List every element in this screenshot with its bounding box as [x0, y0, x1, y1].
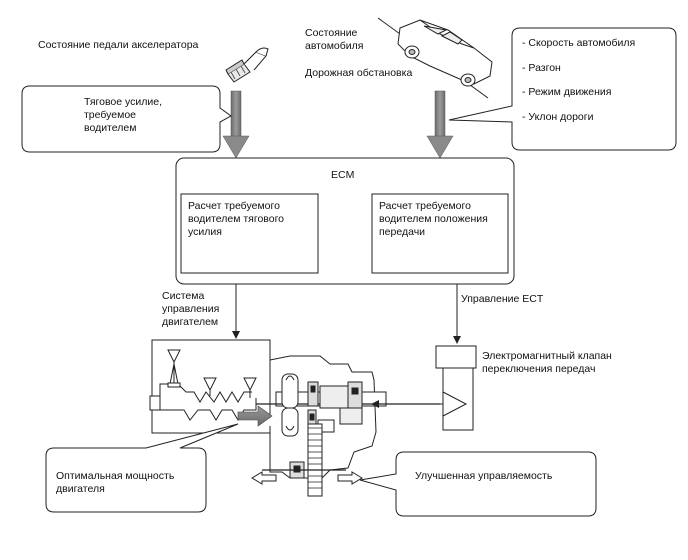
- right-output-arrow: [337, 471, 363, 485]
- acceleration-label: - Разгон: [522, 62, 561, 74]
- vehicle-to-ecm-arrow: [426, 90, 454, 159]
- driving-mode-label: - Режим движения: [522, 86, 612, 98]
- ect-control-label: Управление ECT: [461, 293, 544, 305]
- car-on-slope-icon: [377, 17, 493, 99]
- road-conditions-label: Дорожная обстановка: [305, 67, 413, 79]
- vehicle-params-callout: [448, 27, 677, 151]
- gear-calc-label: Расчет требуемого водителем положения пе…: [379, 200, 488, 238]
- left-output-arrow: [251, 471, 277, 485]
- ecm-title: ECM: [331, 169, 355, 181]
- accel-pedal-state-label: Состояние педали акселератора: [38, 39, 199, 51]
- improved-handling-label: Улучшенная управляемость: [415, 470, 553, 482]
- optimal-power-callout: [45, 423, 239, 513]
- shift-solenoid-icon: [435, 345, 477, 431]
- traction-calc-label: Расчет требуемого водителем тягового уси…: [188, 200, 285, 238]
- improved-handling-callout: [359, 451, 597, 517]
- optimal-power-label: Оптимальная мощность двигателя: [56, 470, 175, 495]
- accelerator-pedal-icon: [225, 47, 269, 83]
- driver-traction-label: Тяговое усилие, требуемое водителем: [84, 96, 163, 134]
- driver-traction-callout: [21, 85, 232, 153]
- pedal-to-ecm-arrow: [222, 90, 250, 159]
- vehicle-state-label: Состояние автомобиля: [305, 27, 364, 52]
- gear-calc-box: [371, 193, 509, 274]
- road-slope-label: - Уклон дороги: [522, 111, 594, 123]
- shift-solenoid-label: Электромагнитный клапан переключения пер…: [482, 350, 612, 375]
- engine-control-label: Система управления двигателем: [162, 290, 220, 328]
- traction-calc-box: [180, 193, 319, 274]
- vehicle-speed-label: - Скорость автомобиля: [522, 37, 636, 49]
- optimal-power-arrow: [237, 405, 276, 427]
- transmission-schematic: [256, 355, 440, 497]
